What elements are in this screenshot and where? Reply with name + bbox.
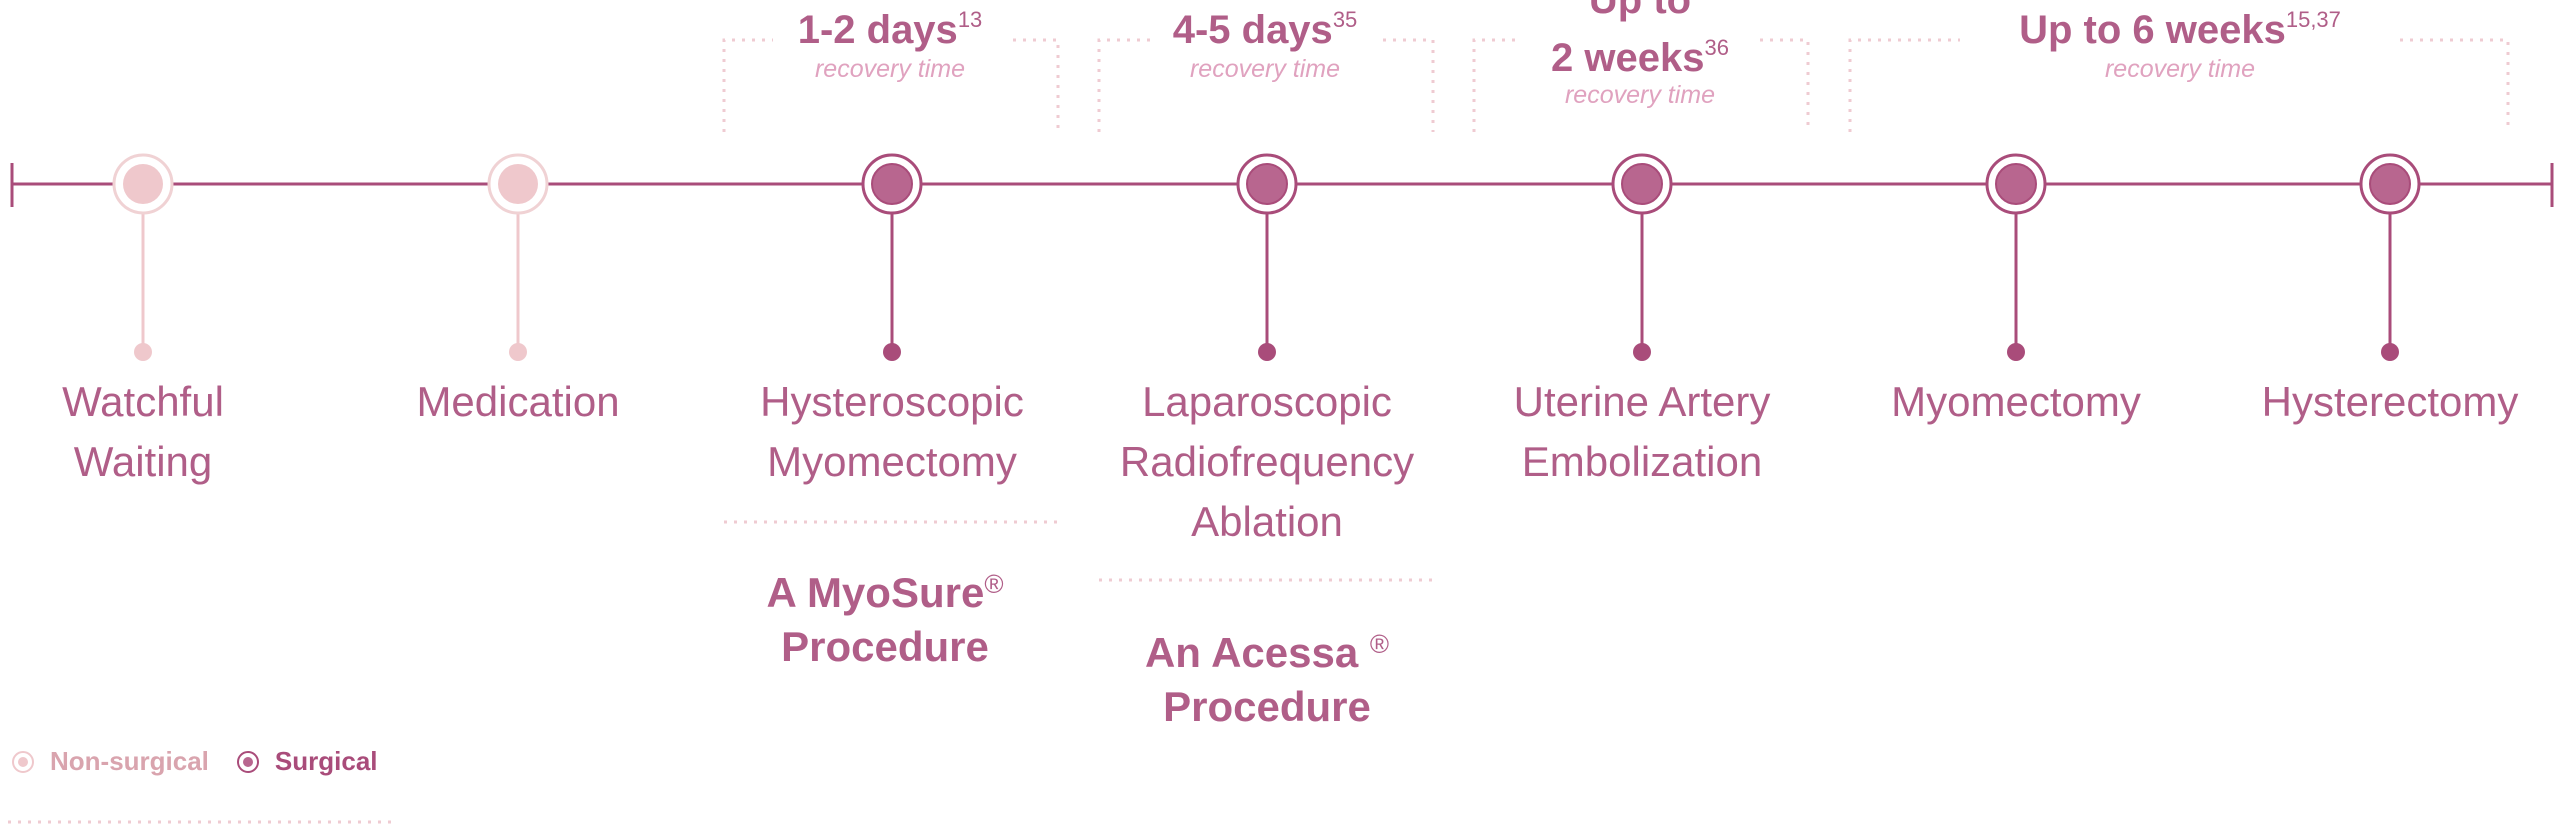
recovery-time-embolization: Up to 2 weeks36 recovery time [1551, 0, 1729, 110]
recovery-bracket-left [1848, 38, 1960, 132]
legend-item-surgical: Surgical [236, 746, 378, 777]
legend-label: Non-surgical [50, 746, 209, 776]
connector-dot [509, 343, 527, 361]
surgical-node-icon [1246, 163, 1288, 205]
recovery-bracket-right [1760, 38, 1810, 132]
surgical-node-icon [2369, 163, 2411, 205]
recovery-value-line1: Up to [1588, 0, 1692, 22]
surgical-node-icon [871, 163, 913, 205]
non-surgical-marker-icon [12, 750, 34, 773]
surgical-node-icon [1621, 163, 1663, 205]
recovery-subtitle: recovery time [1189, 55, 1341, 83]
recovery-bracket-left [1097, 38, 1150, 132]
recovery-value: Up to 6 weeks15,37 [2019, 7, 2341, 52]
connector-dot [883, 343, 901, 361]
recovery-subtitle: recovery time [1564, 81, 1716, 109]
legend-item-non-surgical: Non-surgical [12, 746, 209, 777]
recovery-bracket-right [2400, 38, 2510, 132]
recovery-time-hysteroscopic: 1-2 days13 recovery time [798, 0, 983, 84]
connector-dot [1633, 343, 1651, 361]
surgical-node-icon [1995, 163, 2037, 205]
recovery-time-surgery: Up to 6 weeks15,37 recovery time [2019, 0, 2341, 84]
surgical-marker-icon [236, 750, 259, 773]
treatment-label-hysterectomy: Hysterectomy [2261, 378, 2519, 425]
procedure-acessa: An Acessa ® Procedure [1144, 629, 1390, 730]
recovery-subtitle: recovery time [814, 55, 966, 83]
recovery-value-line2: 2 weeks36 [1551, 35, 1729, 80]
legend: Non-surgical Surgical [12, 746, 378, 777]
recovery-bracket-left [722, 38, 773, 132]
recovery-subtitle: recovery time [2104, 55, 2256, 83]
non-surgical-node-icon [498, 164, 538, 204]
recovery-value: 1-2 days13 [797, 7, 983, 52]
recovery-bracket-right [1013, 38, 1060, 132]
connector-dot [2381, 343, 2399, 361]
connector-dot [1258, 343, 1276, 361]
legend-label: Surgical [274, 746, 378, 776]
procedure-myosure: A MyoSure® Procedure [766, 569, 1004, 670]
recovery-bracket-right [1383, 38, 1435, 132]
treatment-label-medication: Medication [416, 378, 620, 425]
recovery-bracket-left [1472, 38, 1520, 132]
treatment-label-myomectomy: Myomectomy [1891, 378, 2141, 425]
non-surgical-node-icon [123, 164, 163, 204]
recovery-value: 4-5 days35 [1172, 7, 1358, 52]
recovery-time-acessa: 4-5 days35 recovery time [1173, 0, 1358, 84]
connector-dot [134, 343, 152, 361]
connector-dot [2007, 343, 2025, 361]
